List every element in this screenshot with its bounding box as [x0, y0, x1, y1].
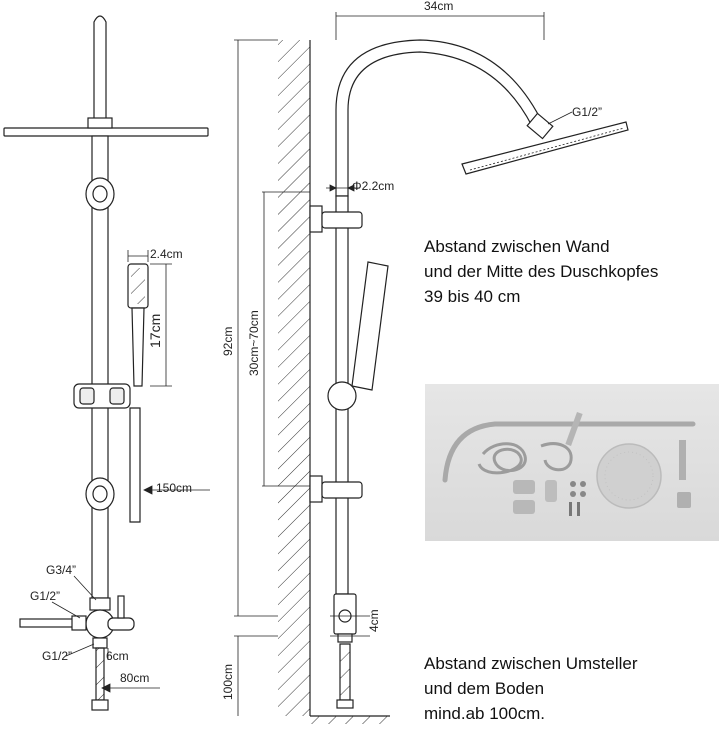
- note-wall-line-1: Abstand zwischen Wand: [424, 237, 610, 256]
- label-92: 92cm: [221, 327, 235, 356]
- front-slide-holder: [73, 383, 131, 409]
- front-wall-bracket-top: [85, 177, 115, 211]
- wall-hatch: [278, 40, 310, 716]
- label-g12-bottom: G1/2”: [42, 649, 72, 663]
- product-parts-photo: [425, 384, 719, 541]
- label-34: 34cm: [424, 0, 453, 13]
- side-shower-head: [461, 121, 629, 175]
- front-wall-bracket-bottom: [85, 477, 115, 511]
- note-floor-line-1: Abstand zwischen Umsteller: [424, 654, 638, 673]
- dim-150-leader: [143, 485, 210, 495]
- label-phi: Φ2.2cm: [352, 179, 394, 193]
- dim-30-70: [262, 191, 310, 487]
- dim-2-4: [127, 250, 149, 262]
- dim-34: [335, 12, 545, 40]
- front-hand-shower: [127, 263, 149, 523]
- side-diverter: [333, 593, 357, 709]
- side-shower-connector: [526, 112, 554, 140]
- label-g34: G3/4”: [46, 563, 76, 577]
- note-wall-line-2: und der Mitte des Duschkopfes: [424, 262, 659, 281]
- note-wall-distance: Abstand zwischen Wand und der Mitte des …: [424, 234, 658, 309]
- dim-phi: [326, 184, 360, 192]
- label-4: 4cm: [367, 609, 381, 632]
- label-30-70: 30cm~70cm: [247, 310, 261, 376]
- label-2-4: 2.4cm: [150, 247, 183, 261]
- side-shower-arm: [335, 39, 541, 197]
- label-6: 6cm: [106, 649, 129, 663]
- label-100: 100cm: [221, 664, 235, 700]
- label-80: 80cm: [120, 671, 149, 685]
- side-bracket-top: [309, 205, 363, 233]
- side-bracket-bottom: [309, 475, 363, 503]
- note-floor-line-3: mind.ab 100cm.: [424, 704, 545, 723]
- dim-92: [234, 39, 278, 617]
- note-floor-distance: Abstand zwischen Umsteller und dem Boden…: [424, 651, 638, 726]
- note-floor-line-2: und dem Boden: [424, 679, 545, 698]
- front-shower-head: [3, 127, 209, 137]
- parts-illustration: [442, 411, 696, 516]
- front-top-stub: [93, 15, 107, 121]
- front-diverter: [19, 595, 135, 711]
- dim-4: [330, 615, 370, 637]
- label-150: 150cm: [156, 481, 192, 495]
- label-g12-inlet: G1/2”: [30, 589, 60, 603]
- side-slider: [327, 381, 357, 411]
- side-hand-shower: [351, 261, 389, 391]
- dim-80-leader: [101, 683, 160, 693]
- front-view: [3, 15, 210, 711]
- label-17: 17cm: [147, 314, 163, 348]
- label-g12-head: G1/2”: [572, 105, 602, 119]
- thread-leaders: [51, 575, 109, 660]
- dim-17: [150, 263, 172, 387]
- dim-100: [234, 635, 278, 716]
- side-view: [234, 12, 629, 724]
- note-wall-line-3: 39 bis 40 cm: [424, 287, 521, 306]
